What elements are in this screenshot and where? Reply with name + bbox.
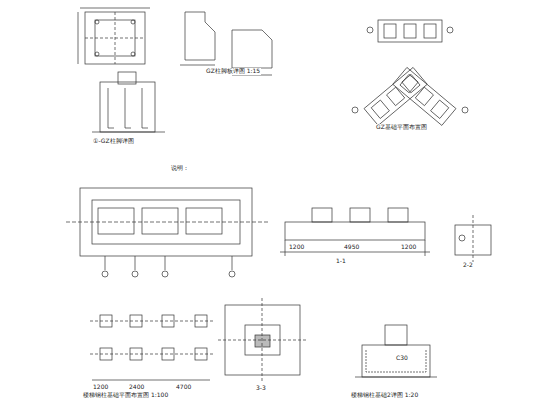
note-text: 说明： [170, 165, 190, 172]
section-mark: 2-2 [462, 262, 474, 269]
dimension: 4700 [175, 384, 192, 391]
dimension: 4950 [343, 244, 360, 251]
view-title: ①-GZ柱脚详图 [92, 138, 135, 145]
section-mark: 1-1 [335, 258, 347, 265]
material-grade: C30 [395, 355, 409, 362]
dimension: 2400 [128, 384, 145, 391]
view-title: GZ基础平面布置图 [375, 124, 428, 131]
view-title: 楼梯钢柱基础平面布置图 1:100 [82, 392, 169, 399]
view-title: 楼梯钢柱基础2详图 1:20 [350, 392, 419, 399]
dimension: 1200 [288, 244, 305, 251]
section-mark: 3-3 [255, 385, 267, 392]
dimension: 1200 [400, 244, 417, 251]
dimension: 1200 [92, 384, 109, 391]
view-title: GZ柱脚板详图 1:15 [205, 68, 261, 75]
